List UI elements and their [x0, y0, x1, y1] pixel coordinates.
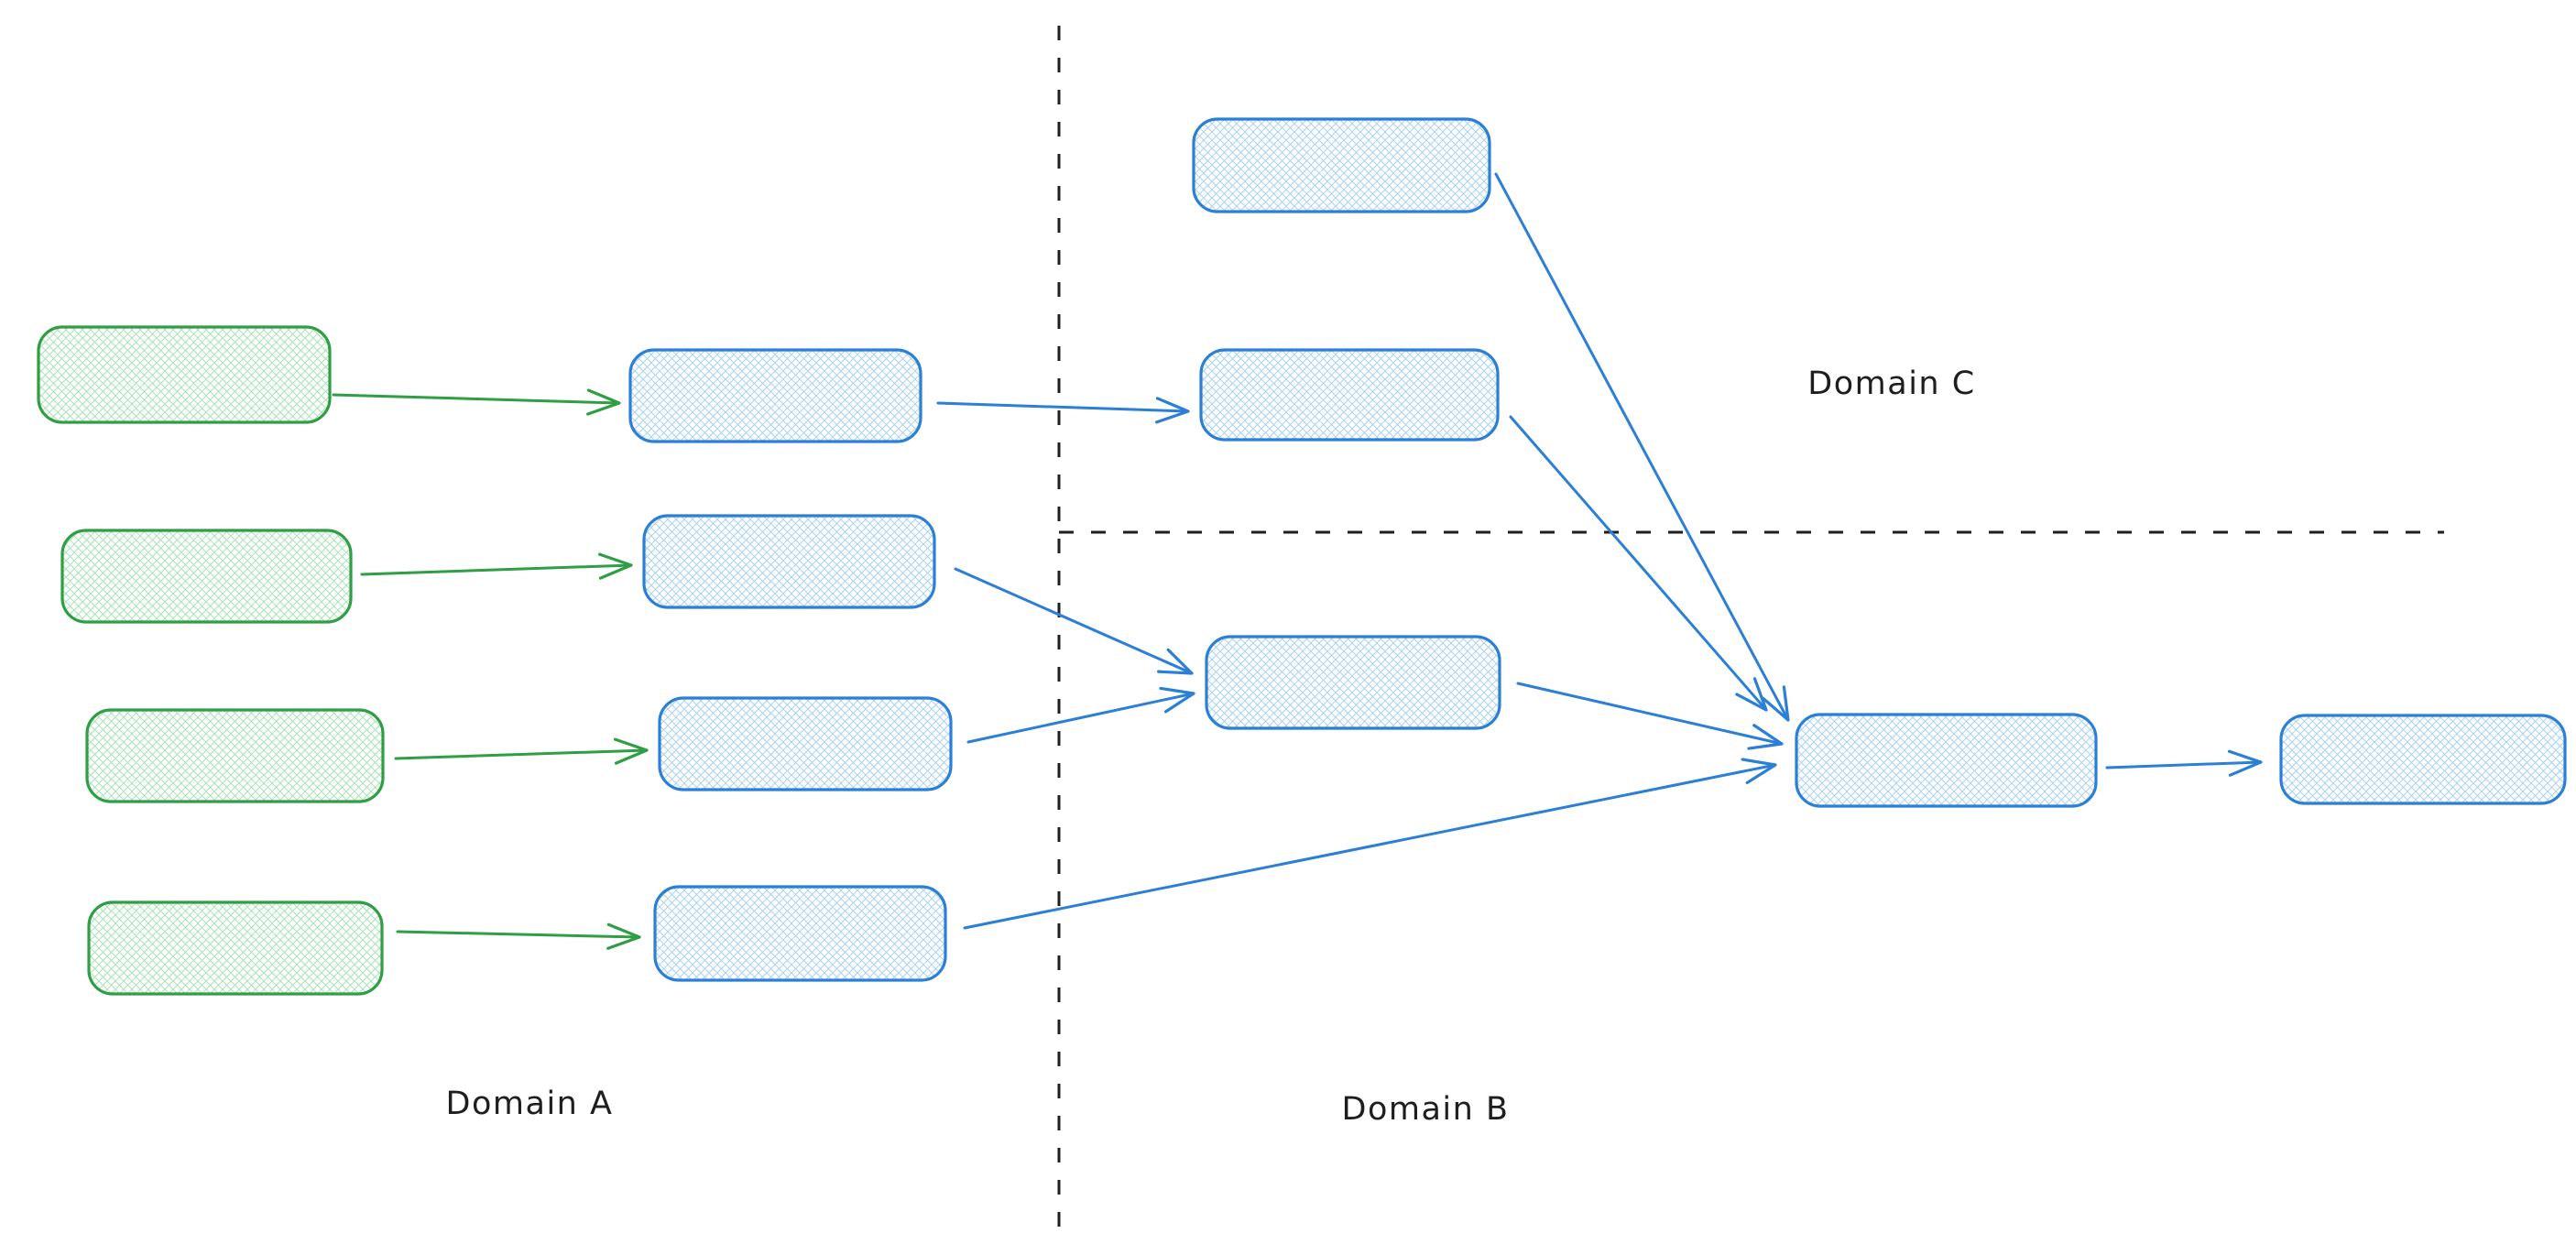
node-blue-row1[interactable]	[1199, 348, 1500, 442]
label-domain-a[interactable]: Domain A	[446, 1086, 614, 1122]
arrow-green2-to-bluea2[interactable]	[360, 552, 633, 580]
node-green-3[interactable]	[85, 708, 385, 803]
edges-layer	[332, 172, 2263, 950]
domain-boundaries-layer	[1057, 26, 2444, 1234]
node-blue-out[interactable]	[2279, 714, 2567, 805]
arrow-top-to-hub[interactable]	[1494, 172, 1790, 722]
arrow-green4-to-bluea4[interactable]	[396, 922, 641, 950]
node-green-2[interactable]	[60, 529, 353, 624]
arrow-bluea2-to-mid[interactable]	[954, 567, 1194, 675]
node-green-4[interactable]	[87, 900, 384, 996]
arrow-hub-to-out[interactable]	[2105, 749, 2263, 777]
node-blue-mid[interactable]	[1205, 635, 1501, 730]
arrow-bluea4-to-hub[interactable]	[963, 758, 1777, 930]
node-blue-a2[interactable]	[642, 514, 936, 609]
label-domain-b[interactable]: Domain B	[1342, 1091, 1510, 1128]
arrow-row1-to-hub[interactable]	[1509, 415, 1768, 712]
node-blue-a4[interactable]	[653, 885, 947, 982]
node-blue-top[interactable]	[1192, 117, 1491, 213]
arrow-green1-to-bluea1[interactable]	[332, 388, 621, 416]
arrow-bluea1-to-row1[interactable]	[936, 397, 1190, 424]
node-green-1[interactable]	[37, 325, 332, 424]
arrow-green3-to-bluea3[interactable]	[394, 737, 649, 765]
node-blue-a3[interactable]	[658, 696, 953, 791]
node-blue-hub[interactable]	[1795, 713, 2098, 808]
label-domain-c[interactable]: Domain C	[1807, 366, 1975, 402]
nodes-layer	[37, 117, 2567, 996]
node-blue-a1[interactable]	[628, 348, 922, 443]
arrow-bluea3-to-mid[interactable]	[966, 686, 1195, 744]
labels-layer: Domain A Domain B Domain C	[446, 366, 1975, 1128]
arrow-mid-to-hub[interactable]	[1516, 682, 1784, 750]
